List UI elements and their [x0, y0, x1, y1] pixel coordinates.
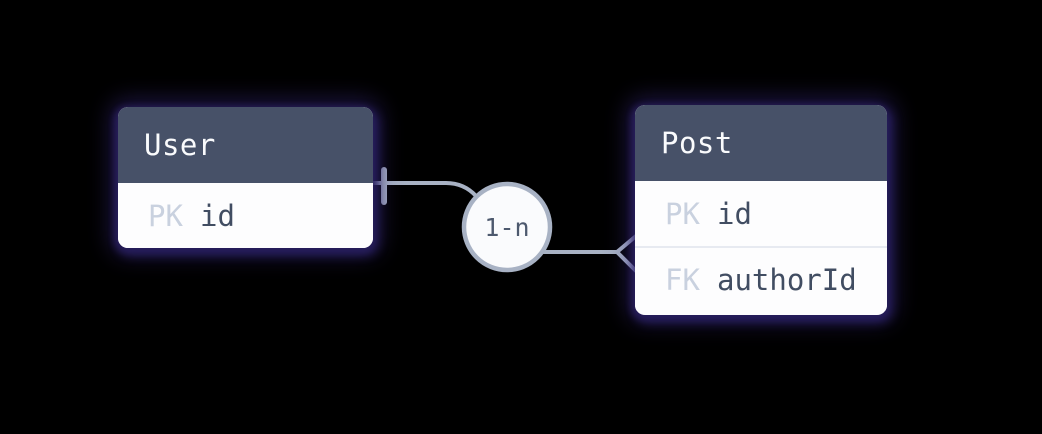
relationship-circle — [461, 181, 553, 273]
cardinality-many-icon — [615, 234, 638, 273]
entity-post-field-id: PK id — [635, 181, 887, 246]
entity-post-title: Post — [635, 105, 887, 181]
primary-key-badge: PK — [665, 196, 700, 231]
foreign-key-badge: FK — [665, 262, 700, 297]
field-name: id — [200, 198, 235, 233]
field-name: authorId — [717, 262, 857, 297]
entity-post-field-authorid: FK authorId — [635, 246, 887, 311]
entity-post: Post PK id FK authorId — [635, 105, 887, 315]
entity-user-field-id: PK id — [118, 183, 373, 248]
field-name: id — [717, 196, 752, 231]
primary-key-badge: PK — [148, 198, 183, 233]
entity-user: User PK id — [118, 107, 373, 248]
entity-user-title: User — [118, 107, 373, 183]
